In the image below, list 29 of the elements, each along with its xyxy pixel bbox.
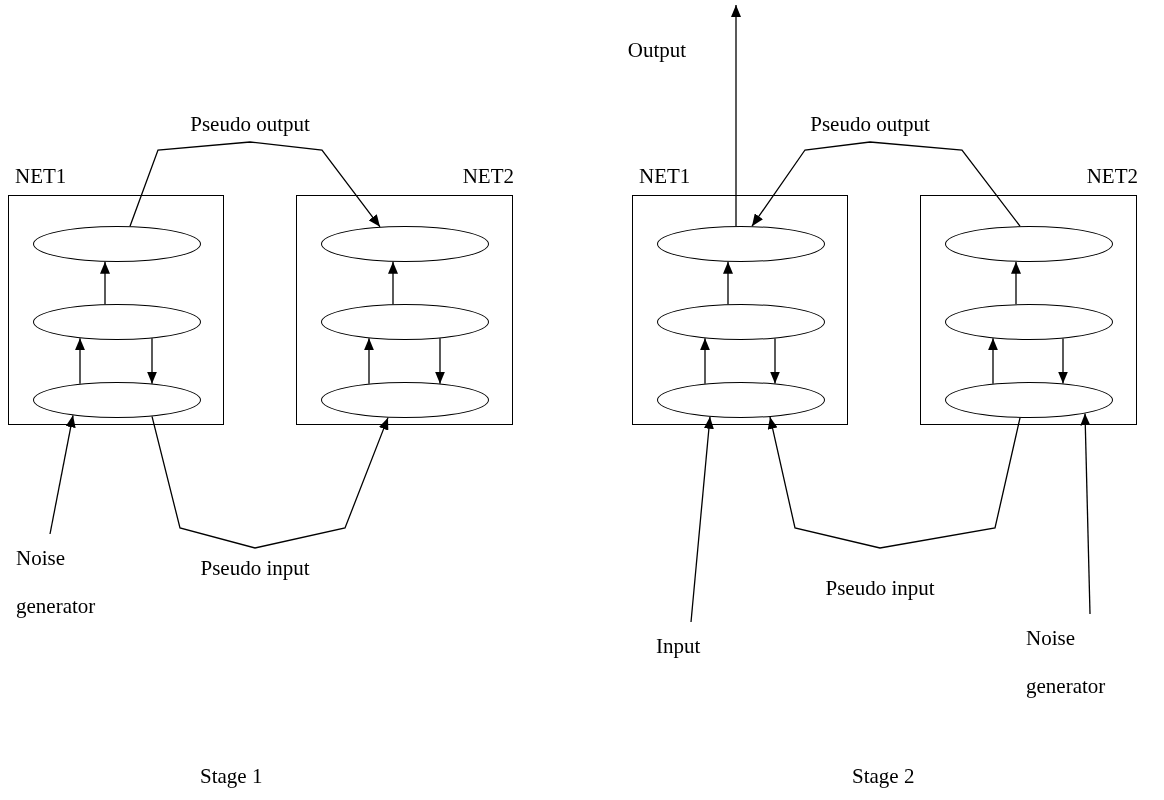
arrow — [75, 337, 85, 385]
arrow — [700, 337, 710, 385]
arrow — [988, 337, 998, 385]
arrow — [147, 337, 157, 385]
source-label: Noise generator — [1026, 625, 1107, 700]
arrow — [767, 416, 1021, 549]
source-label: Noise generator — [16, 545, 97, 620]
arrow — [1011, 261, 1021, 305]
arrow — [690, 416, 714, 623]
network-label: NET1 — [639, 164, 691, 189]
arrow — [151, 415, 389, 549]
arrow — [751, 141, 1021, 227]
source-label: Input — [656, 633, 702, 660]
network-label: NET2 — [462, 164, 514, 189]
arrow — [435, 337, 445, 385]
arrow — [388, 261, 398, 305]
arrow — [364, 337, 374, 385]
arrow — [723, 261, 733, 305]
arrow — [1058, 337, 1068, 385]
arrow — [770, 337, 780, 385]
arrow — [49, 414, 76, 535]
arrow — [100, 261, 110, 305]
arrow — [1080, 412, 1091, 615]
network-label: NET1 — [15, 164, 67, 189]
arrow — [731, 4, 741, 227]
stage-label: Stage 2 — [852, 764, 915, 789]
stage-label: Stage 1 — [200, 764, 263, 789]
network-label: NET2 — [1086, 164, 1138, 189]
arrow — [129, 141, 381, 228]
